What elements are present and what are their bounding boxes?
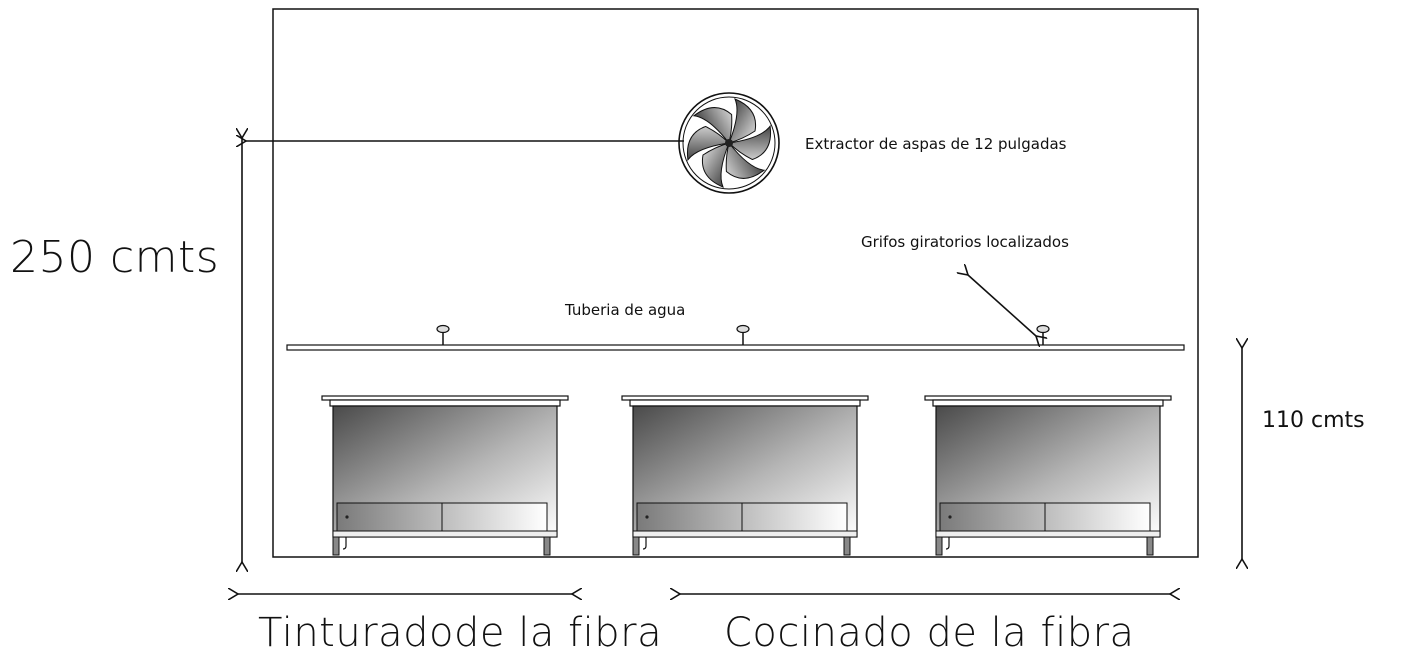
faucet-head — [436, 324, 450, 334]
fan-blade-shape — [725, 141, 766, 179]
extractor-label: Extractor de aspas de 12 pulgadas — [805, 135, 1067, 153]
tank-leg-right — [1146, 536, 1154, 556]
tank-knob — [948, 515, 952, 519]
fan-blade — [725, 141, 766, 179]
pipe-label: Tuberia de agua — [565, 301, 686, 319]
tank-leg-right — [843, 536, 851, 556]
water-pipe — [286, 344, 1185, 351]
tank-rim-top — [924, 395, 1172, 401]
tank-drain — [642, 537, 647, 550]
tank-knob — [345, 515, 349, 519]
tank — [924, 395, 1172, 556]
tank-base — [935, 530, 1161, 538]
fan-hub — [725, 139, 733, 147]
tank-leg-right — [543, 536, 551, 556]
tank — [321, 395, 569, 556]
faucet-head — [1036, 324, 1050, 334]
tank-leg-left — [332, 536, 340, 556]
fan-blade — [728, 98, 757, 144]
tank — [621, 395, 869, 556]
fan-blade — [701, 142, 730, 188]
faucet-head — [736, 324, 750, 334]
fan-blade-shape — [686, 125, 731, 162]
fan-blade-shape — [727, 124, 772, 161]
faucet — [736, 324, 750, 345]
tank-rim-band — [629, 399, 861, 407]
fan-blade-shape — [728, 98, 757, 144]
fan-inner-ring — [682, 96, 776, 190]
faucet — [436, 324, 450, 345]
height-250-label: 250 cmts — [10, 232, 220, 283]
tanks-group — [321, 395, 1172, 556]
tank-base — [332, 530, 558, 538]
extractor-fan — [678, 92, 780, 194]
tank-rim-top — [321, 395, 569, 401]
room-outline — [272, 8, 1199, 558]
tank-leg-left — [935, 536, 943, 556]
height-110-label: 110 cmts — [1262, 408, 1365, 433]
faucets-group — [436, 324, 1050, 345]
tank-drain — [342, 537, 347, 550]
tank-rim-band — [932, 399, 1164, 407]
tank-base — [632, 530, 858, 538]
fan-blade-shape — [692, 107, 733, 145]
faucet-pointer-arrow — [968, 275, 1036, 336]
fan-blade — [727, 124, 772, 161]
fan-blade-shape — [701, 142, 730, 188]
tank-leg-left — [632, 536, 640, 556]
fan-blade — [686, 125, 731, 162]
cooking-label: Cocinado de la fibra — [724, 610, 1135, 656]
tank-rim-band — [329, 399, 561, 407]
dyeing-label: Tinturadode la fibra — [258, 610, 663, 656]
faucets-label: Grifos giratorios localizados — [861, 233, 1069, 251]
tank-drain — [945, 537, 950, 550]
tank-knob — [645, 515, 649, 519]
tank-rim-top — [621, 395, 869, 401]
fan-blade — [692, 107, 733, 145]
faucet — [1036, 324, 1050, 345]
